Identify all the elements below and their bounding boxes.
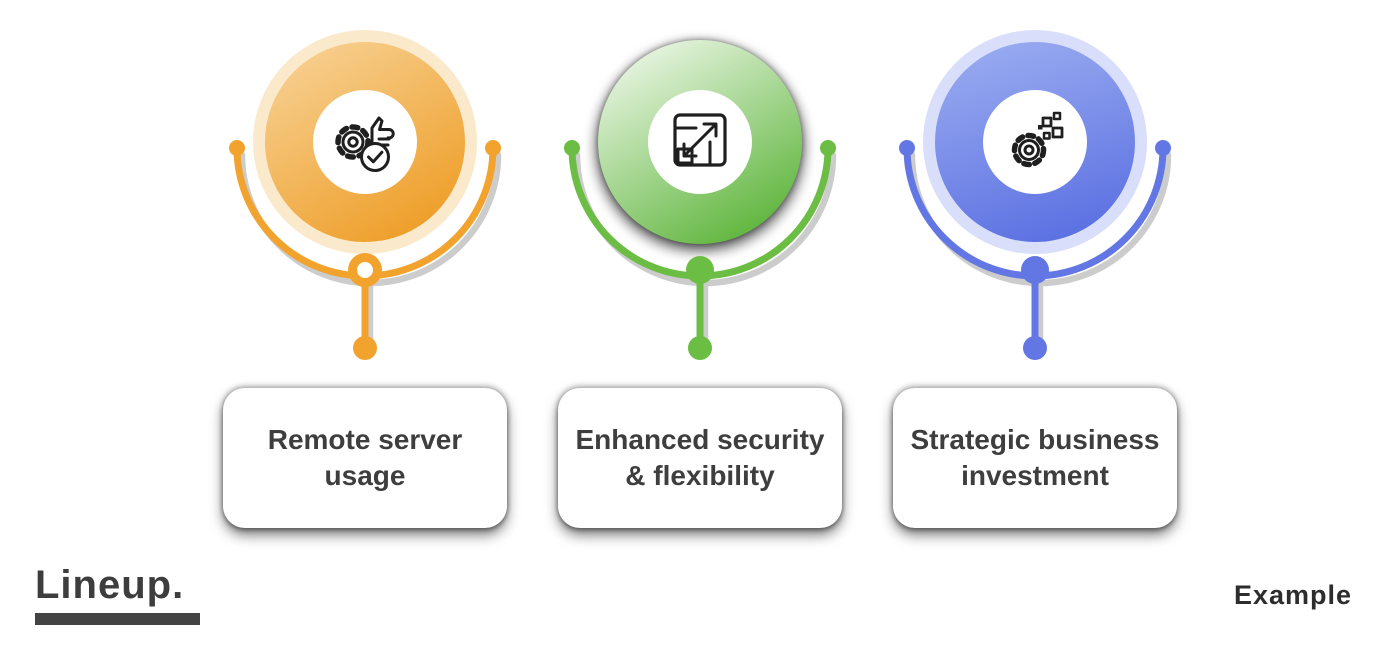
feature-card: Remote server usage bbox=[223, 388, 507, 528]
connector-node bbox=[1021, 256, 1049, 284]
feature-card: Strategic business investment bbox=[893, 388, 1177, 528]
circle-connector-graphic bbox=[899, 30, 1172, 360]
feature-column-investment: Strategic business investment bbox=[875, 18, 1195, 578]
watermark-text: Example bbox=[1234, 580, 1353, 610]
feature-card-label: Enhanced security & flexibility bbox=[575, 424, 825, 491]
feature-card-label: Strategic business investment bbox=[910, 424, 1160, 491]
expand-arrows-square-icon bbox=[673, 113, 727, 167]
connector-node-center bbox=[357, 262, 373, 278]
brand-logo: Lineup. bbox=[35, 565, 200, 625]
gear-thumbs-up-check-icon bbox=[335, 116, 395, 172]
connector-node bbox=[686, 256, 714, 284]
feature-column-security: Enhanced security & flexibility bbox=[540, 18, 860, 578]
connector-dot bbox=[1023, 336, 1047, 360]
feature-column-remote-server: Remote server usage bbox=[205, 18, 525, 578]
brand-wordmark: Lineup. bbox=[35, 563, 185, 607]
connector-dot bbox=[353, 336, 377, 360]
brand-underline bbox=[35, 613, 200, 625]
arc-endpoint-right bbox=[820, 140, 836, 156]
feature-card: Enhanced security & flexibility bbox=[558, 388, 842, 528]
arc-endpoint-right bbox=[485, 140, 501, 156]
arc-endpoint-left bbox=[229, 140, 245, 156]
connector-dot bbox=[688, 336, 712, 360]
gear-pixels-icon bbox=[1011, 111, 1064, 168]
arc-endpoint-left bbox=[899, 140, 915, 156]
arc-endpoint-left bbox=[564, 140, 580, 156]
circle-connector-graphic bbox=[564, 40, 837, 360]
arc-endpoint-right bbox=[1155, 140, 1171, 156]
feature-card-label: Remote server usage bbox=[267, 424, 463, 491]
icon-badge bbox=[313, 90, 417, 194]
circle-connector-graphic bbox=[229, 30, 502, 360]
